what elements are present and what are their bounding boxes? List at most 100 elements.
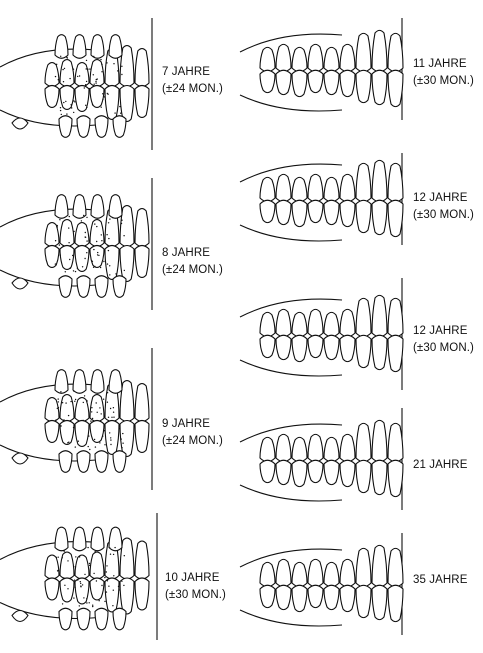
developing-tooth-stipple	[123, 555, 126, 557]
developing-tooth-stipple	[73, 597, 75, 599]
upper-tooth	[275, 558, 292, 588]
panel-label-8-years: 8 JAHRE (±24 MON.)	[162, 245, 223, 279]
developing-tooth-stipple	[88, 562, 91, 565]
lower-tooth	[323, 334, 340, 361]
panel-label-10-years: 10 JAHRE (±30 MON.)	[165, 570, 226, 604]
jaw-outline	[239, 224, 343, 242]
lower-tooth	[275, 199, 292, 226]
upper-tooth	[339, 43, 356, 73]
developing-tooth-stipple	[63, 67, 66, 70]
developing-tooth-stipple	[63, 101, 65, 104]
developing-tooth-stipple	[93, 248, 95, 251]
upper-tooth	[259, 561, 276, 588]
developing-tooth-stipple	[68, 242, 70, 244]
upper-tooth	[89, 219, 105, 248]
developing-tooth-stipple	[123, 269, 126, 272]
developing-tooth-stipple	[95, 402, 97, 404]
developing-tooth-stipple	[61, 603, 64, 605]
panel-label-12-years-b: 12 JAHRE (±30 MON.)	[413, 323, 474, 357]
developing-tooth-stipple	[99, 442, 101, 444]
upper-tooth	[74, 554, 90, 580]
developing-tooth-stipple	[102, 435, 104, 437]
developing-tooth-stipple	[64, 271, 67, 273]
lower-tooth	[323, 584, 340, 611]
jaw-outline	[239, 33, 343, 53]
dentition-illustration-12-years-a	[239, 153, 404, 245]
upper-tooth	[387, 297, 404, 338]
upper-tooth	[323, 436, 340, 463]
developing-tooth-stipple	[109, 407, 112, 410]
developing-tooth-stipple	[63, 419, 65, 421]
lower-tooth	[58, 450, 73, 473]
upper-tooth	[307, 308, 324, 338]
developing-tooth-stipple	[109, 547, 111, 549]
developing-tooth-stipple	[59, 109, 62, 112]
lower-tooth	[339, 334, 356, 363]
lower-tooth	[387, 69, 404, 108]
upper-tooth	[291, 311, 308, 338]
developing-tooth-stipple	[80, 582, 82, 585]
developing-tooth-stipple	[110, 443, 112, 446]
upper-tooth	[108, 369, 123, 394]
developing-tooth-stipple	[71, 107, 73, 109]
lower-tooth	[119, 577, 135, 615]
developing-tooth-stipple	[74, 586, 76, 588]
lower-tooth	[104, 577, 120, 613]
developing-tooth-stipple	[101, 584, 103, 587]
upper-tooth	[134, 383, 150, 423]
developing-tooth-stipple	[60, 55, 62, 57]
developing-tooth-stipple	[72, 254, 74, 257]
developing-tooth-stipple	[74, 101, 76, 103]
lower-tooth	[119, 84, 135, 122]
lower-tooth	[259, 69, 276, 94]
developing-tooth-stipple	[63, 550, 65, 552]
upper-tooth	[339, 433, 356, 463]
developing-tooth-stipple	[99, 266, 102, 269]
tooth-germ	[11, 609, 29, 623]
jaw-outline	[239, 609, 343, 627]
jaw-outline	[239, 298, 343, 318]
developing-tooth-stipple	[94, 551, 96, 553]
developing-tooth-stipple	[79, 581, 82, 583]
upper-tooth	[323, 46, 340, 73]
developing-tooth-stipple	[96, 411, 98, 413]
dentition-panel-7-years	[0, 10, 160, 160]
lower-tooth	[44, 244, 60, 268]
developing-tooth-stipple	[72, 68, 75, 70]
lower-tooth	[323, 69, 340, 96]
developing-tooth-stipple	[59, 250, 61, 252]
developing-tooth-stipple	[86, 240, 88, 242]
dentition-illustration-35-years	[239, 533, 404, 635]
upper-tooth	[323, 311, 340, 338]
lower-tooth	[89, 577, 105, 601]
developing-tooth-stipple	[74, 398, 77, 401]
lower-tooth	[323, 459, 340, 486]
dentition-panel-11-years	[239, 10, 410, 130]
developing-tooth-stipple	[110, 437, 112, 439]
developing-tooth-stipple	[106, 392, 109, 394]
upper-tooth	[134, 540, 150, 580]
developing-tooth-stipple	[112, 589, 115, 591]
lower-tooth	[44, 419, 60, 443]
developing-tooth-stipple	[95, 80, 97, 83]
developing-tooth-stipple	[106, 92, 109, 95]
developing-tooth-stipple	[122, 432, 124, 435]
developing-tooth-stipple	[103, 430, 106, 432]
developing-tooth-stipple	[55, 556, 58, 559]
developing-tooth-stipple	[78, 75, 81, 77]
developing-tooth-stipple	[100, 106, 102, 108]
developing-tooth-stipple	[86, 598, 88, 600]
dentition-panel-9-years	[0, 340, 160, 500]
developing-tooth-stipple	[109, 553, 112, 555]
developing-tooth-stipple	[68, 215, 71, 218]
lower-tooth	[134, 84, 150, 118]
developing-tooth-stipple	[91, 411, 93, 413]
developing-tooth-stipple	[68, 441, 70, 443]
lower-tooth	[59, 244, 75, 270]
developing-tooth-stipple	[77, 579, 79, 581]
lower-tooth	[275, 584, 292, 611]
lower-tooth	[355, 69, 372, 104]
upper-tooth	[54, 526, 69, 552]
lower-tooth	[134, 419, 150, 453]
lower-tooth	[291, 69, 308, 98]
